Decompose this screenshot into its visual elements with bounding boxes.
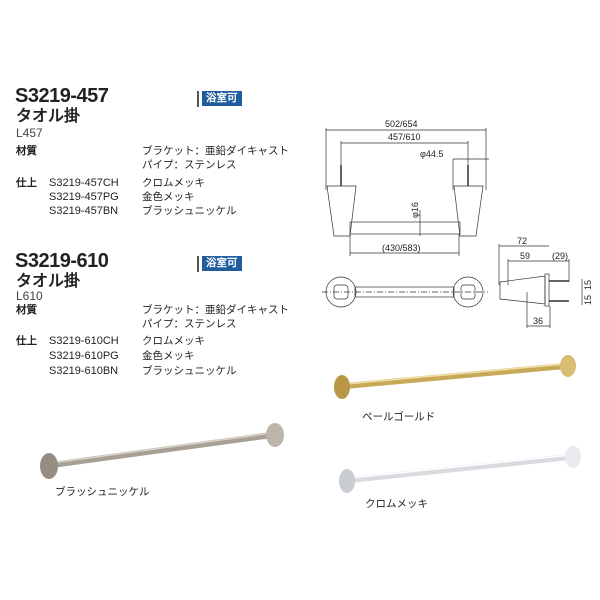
product-code: S3219-457 [15,85,109,107]
product-name: タオル掛 [16,271,81,290]
material-bracket: ブラケット：亜鉛ダイキャスト [142,145,289,157]
dim-centers: 457/610 [388,132,421,142]
dim-screw: (29) [552,251,568,261]
chrome-towel-bar-photo [339,446,581,493]
product-name: タオル掛 [16,106,81,125]
product-code: S3219-610 [15,250,109,272]
dim-offset: 36 [533,316,543,326]
finish-label: 仕上 [16,335,37,347]
dim-depth2: 59 [520,251,530,261]
product-length: L457 [16,126,43,140]
nickel-towel-bar-photo [40,423,284,479]
finish-name: ブラッシュニッケル [142,205,237,217]
badge-divider [197,91,199,107]
dim-overall: 502/654 [385,119,418,129]
finish-name: クロムメッキ [142,177,205,189]
bathroom-ok-badge: 浴室可 [202,256,242,271]
dim-pipe-dia: φ16 [410,202,420,218]
finish-name: ブラッシュニッケル [142,365,237,377]
dim-h1: 15 [583,295,593,305]
gold-caption: ペールゴールド [362,411,436,423]
finish-code: S3219-457CH [49,177,119,189]
finish-name: クロムメッキ [142,335,205,347]
finish-code: S3219-610PG [49,350,119,362]
dim-h2: 15 [583,280,593,290]
dim-flange-dia: φ44.5 [420,149,443,159]
nickel-caption: ブラッシュニッケル [55,486,150,498]
dim-depth: 72 [517,236,527,246]
material-label: 材質 [16,145,37,157]
finish-code: S3219-610CH [49,335,119,347]
material-bracket: ブラケット：亜鉛ダイキャスト [142,304,289,316]
chrome-caption: クロムメッキ [365,498,428,510]
finish-name: 金色メッキ [142,350,195,362]
badge-divider [197,256,199,272]
finish-code: S3219-457BN [49,205,119,217]
material-pipe: パイプ：ステンレス [142,159,237,171]
finish-label: 仕上 [16,177,37,189]
finish-code: S3219-610BN [49,365,119,377]
material-label: 材質 [16,304,37,316]
gold-towel-bar-photo [334,355,576,399]
product-length: L610 [16,289,43,303]
finish-code: S3219-457PG [49,191,119,203]
dim-inner: (430/583) [382,243,421,253]
bathroom-ok-badge: 浴室可 [202,91,242,106]
finish-name: 金色メッキ [142,191,195,203]
material-pipe: パイプ：ステンレス [142,318,237,330]
